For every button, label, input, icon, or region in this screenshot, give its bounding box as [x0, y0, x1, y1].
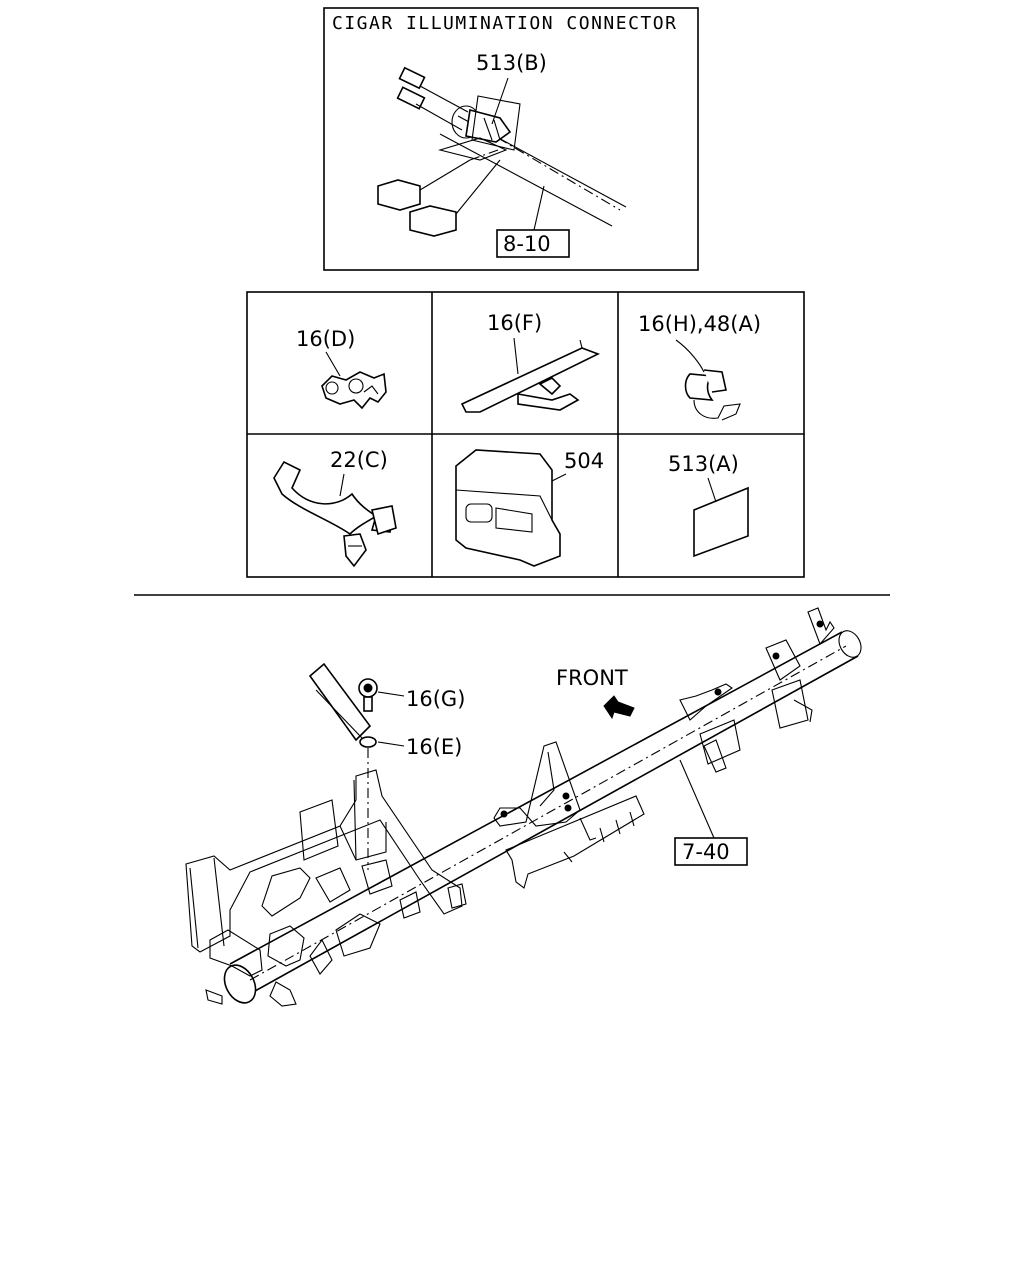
front-label: FRONT: [556, 666, 628, 690]
label-16e: 16(E): [406, 735, 462, 759]
part-label-16h-48a: 16(H),48(A): [638, 312, 761, 336]
part-cell-16h-48a: 16(H),48(A): [638, 312, 761, 421]
cigar-connector-inset: CIGAR ILLUMINATION CONNECTOR 513(B) 8-10: [323, 7, 699, 271]
inset-title: CIGAR ILLUMINATION CONNECTOR: [332, 13, 677, 34]
cross-beam-view: FRONT 16(G) 16(E): [185, 607, 862, 1007]
front-arrow-icon: [603, 695, 635, 720]
part-cell-16f: 16(F): [460, 311, 601, 413]
part-cell-16d: 16(D): [296, 327, 387, 410]
inset-ref-box: [496, 229, 570, 258]
inset-ref-label: 8-10: [503, 232, 551, 256]
part-label-513a: 513(A): [668, 452, 739, 476]
label-16g: 16(G): [406, 687, 465, 711]
part-label-22c: 22(C): [330, 448, 388, 472]
inset-part-label: 513(B): [476, 51, 547, 75]
part-label-504: 504: [564, 449, 604, 473]
part-label-16f: 16(F): [487, 311, 542, 335]
part-cell-22c: 22(C): [273, 448, 397, 568]
inset-frame: [323, 7, 699, 271]
main-ref-label: 7-40: [682, 840, 730, 864]
part-label-16d: 16(D): [296, 327, 355, 351]
main-ref-box: [674, 837, 748, 866]
part-cell-513a: 513(A): [668, 452, 749, 558]
parts-grid: 16(D) 16(F) 16(H),48(A) 22(C): [246, 291, 805, 578]
part-cell-504: 504: [455, 449, 604, 567]
